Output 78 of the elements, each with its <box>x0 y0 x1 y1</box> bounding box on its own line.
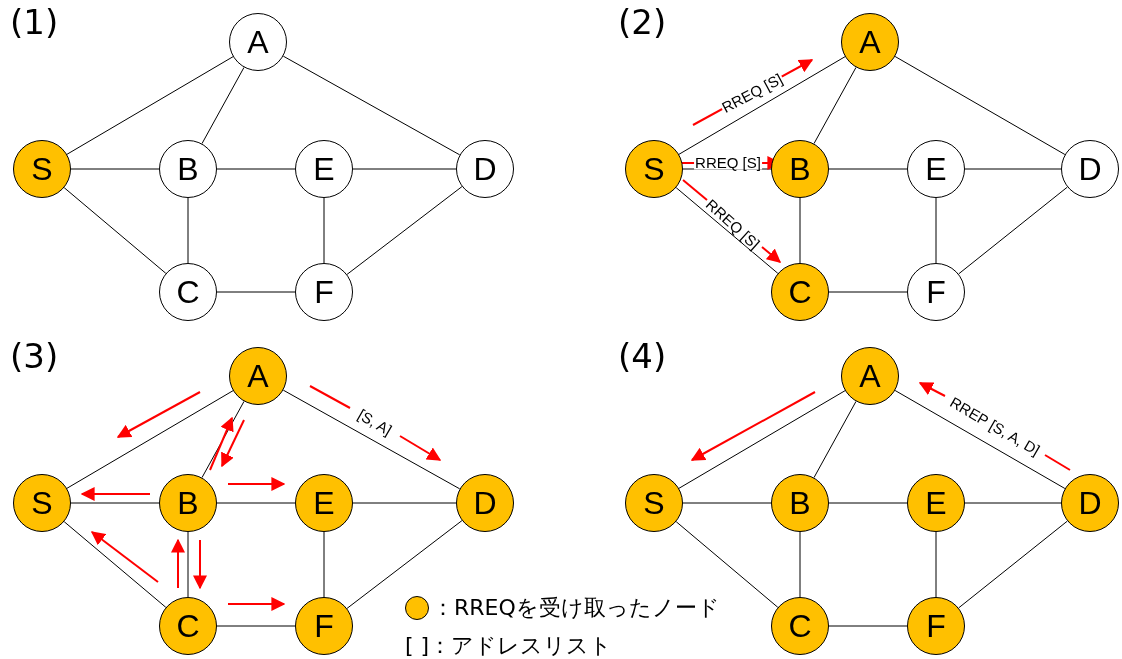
node-circle: B <box>771 474 829 532</box>
link-line <box>828 502 908 504</box>
link-line <box>828 291 908 293</box>
link-line <box>964 168 1062 170</box>
link-line <box>66 56 234 155</box>
link-line <box>828 625 908 627</box>
link-line <box>352 502 457 504</box>
message-label: RREQ [S] <box>694 154 762 170</box>
node-circle: A <box>841 13 899 71</box>
node-circle: A <box>229 13 287 71</box>
node-circle: C <box>159 597 217 655</box>
node-circle: S <box>13 140 71 198</box>
node-circle: B <box>771 140 829 198</box>
link-line <box>935 531 937 598</box>
link-line <box>958 186 1068 275</box>
link-line <box>799 531 801 598</box>
link-line <box>346 520 463 609</box>
link-line <box>828 168 908 170</box>
link-line <box>63 521 167 608</box>
link-line <box>282 55 461 156</box>
link-line <box>352 168 457 170</box>
link-line <box>187 197 189 264</box>
link-line <box>935 197 937 264</box>
node-circle: D <box>1061 140 1119 198</box>
link-line <box>201 66 245 145</box>
link-line <box>216 168 296 170</box>
link-line <box>70 168 160 170</box>
link-line <box>682 502 772 504</box>
link-line <box>958 520 1068 609</box>
link-line <box>813 400 857 479</box>
link-line <box>216 291 296 293</box>
node-circle: C <box>771 597 829 655</box>
message-label: [S, A] <box>354 406 396 438</box>
node-circle: E <box>907 140 965 198</box>
node-circle: A <box>841 347 899 405</box>
link-line <box>894 56 1066 155</box>
link-line <box>187 531 189 598</box>
link-line <box>66 390 234 489</box>
link-line <box>70 502 160 504</box>
node-circle: B <box>159 474 217 532</box>
node-circle: A <box>229 347 287 405</box>
node-circle: E <box>907 474 965 532</box>
link-line <box>678 56 846 155</box>
link-line <box>323 531 325 598</box>
node-circle: D <box>456 474 514 532</box>
node-circle: F <box>907 597 965 655</box>
link-line <box>216 502 296 504</box>
node-circle: F <box>295 597 353 655</box>
node-circle: B <box>159 140 217 198</box>
node-circle: F <box>295 263 353 321</box>
link-line <box>813 66 857 145</box>
legend-text: [ ]：アドレスリスト <box>405 632 613 659</box>
node-circle: S <box>13 474 71 532</box>
node-circle: S <box>625 474 683 532</box>
node-circle: S <box>625 140 683 198</box>
legend-text: ：RREQを受け取ったノード <box>432 594 720 622</box>
node-circle: D <box>1061 474 1119 532</box>
node-circle: E <box>295 474 353 532</box>
link-line <box>63 187 167 274</box>
node-circle: C <box>159 263 217 321</box>
link-line <box>675 521 779 608</box>
link-line <box>346 186 463 275</box>
link-line <box>323 197 325 264</box>
node-circle: D <box>456 140 514 198</box>
node-circle: F <box>907 263 965 321</box>
link-line <box>799 197 801 264</box>
link-line <box>216 625 296 627</box>
link-line <box>678 390 846 489</box>
node-circle: E <box>295 140 353 198</box>
link-line <box>675 187 779 274</box>
panel-number: (4) <box>618 336 667 376</box>
link-line <box>894 390 1066 489</box>
link-line <box>282 389 461 490</box>
panel-number: (2) <box>618 2 667 42</box>
panel-number: (3) <box>10 336 59 376</box>
link-line <box>964 502 1062 504</box>
panel-number: (1) <box>10 2 59 42</box>
node-circle: C <box>771 263 829 321</box>
